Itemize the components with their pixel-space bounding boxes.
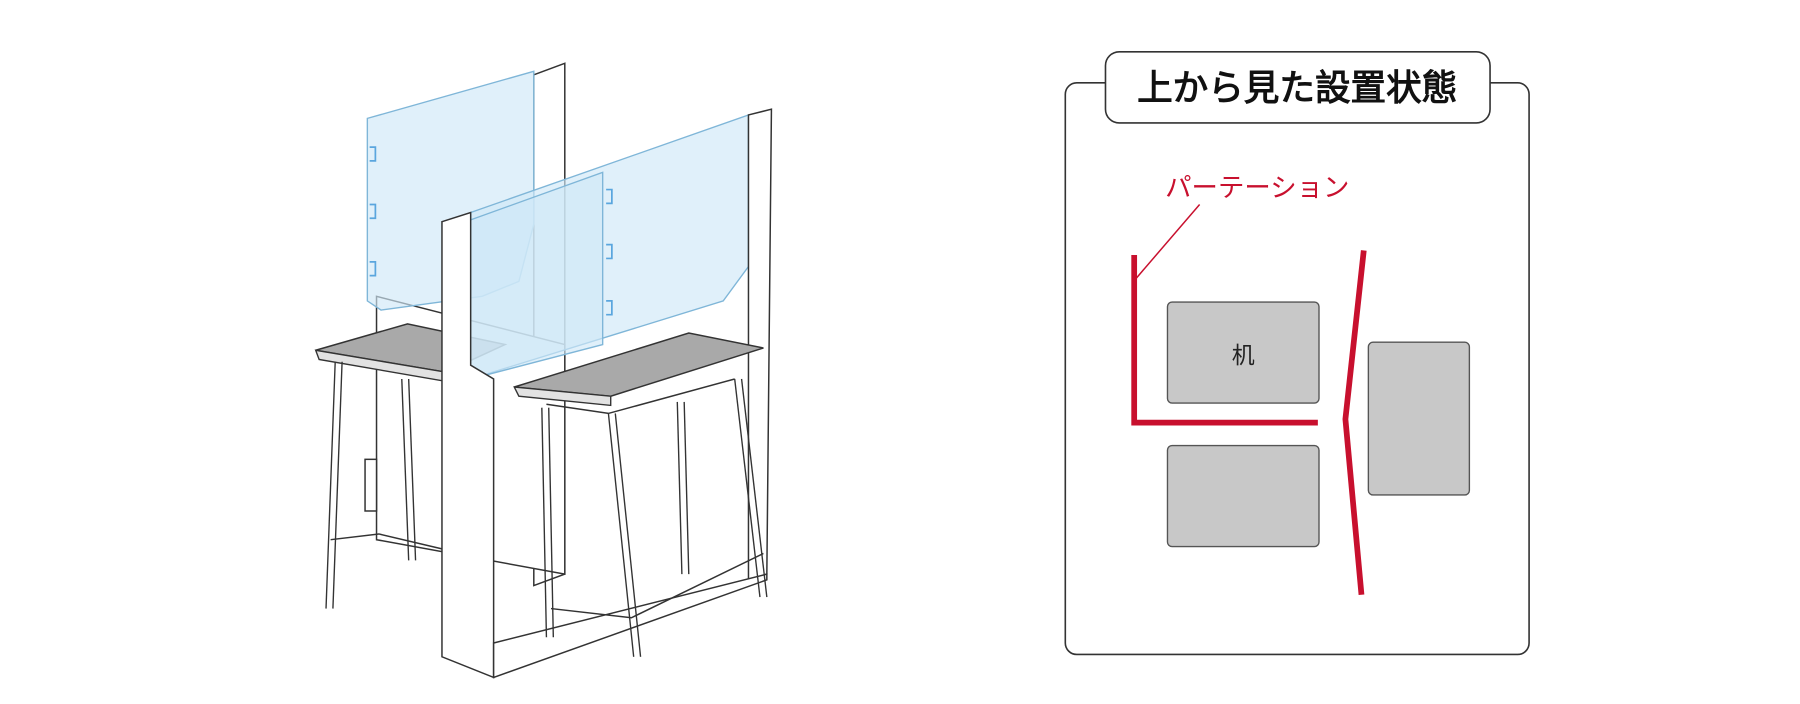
desk-2 [1166, 444, 1320, 548]
desk-3 [1367, 341, 1471, 496]
partition-label: パーテーション [1165, 172, 1349, 203]
partition-l-shape [1131, 254, 1318, 426]
desk-partition-illustration [314, 62, 773, 679]
title-box [1104, 51, 1491, 124]
center-panel [441, 211, 495, 679]
bag-hook [364, 458, 378, 512]
top-view-title: 上から見た設置状態 [1137, 68, 1457, 109]
desk-1 [1166, 301, 1320, 404]
front-glass-tabs [606, 188, 613, 316]
partition-leader-line [1135, 204, 1201, 279]
right-desk [513, 332, 768, 657]
desk-label: 机 [1232, 343, 1255, 369]
back-glass-tabs [369, 146, 377, 277]
right-panel-edge [747, 108, 773, 581]
partition-angled [1342, 250, 1367, 596]
top-view-panel: 上から見た設置状態 パーテーション 机 [1064, 51, 1530, 656]
